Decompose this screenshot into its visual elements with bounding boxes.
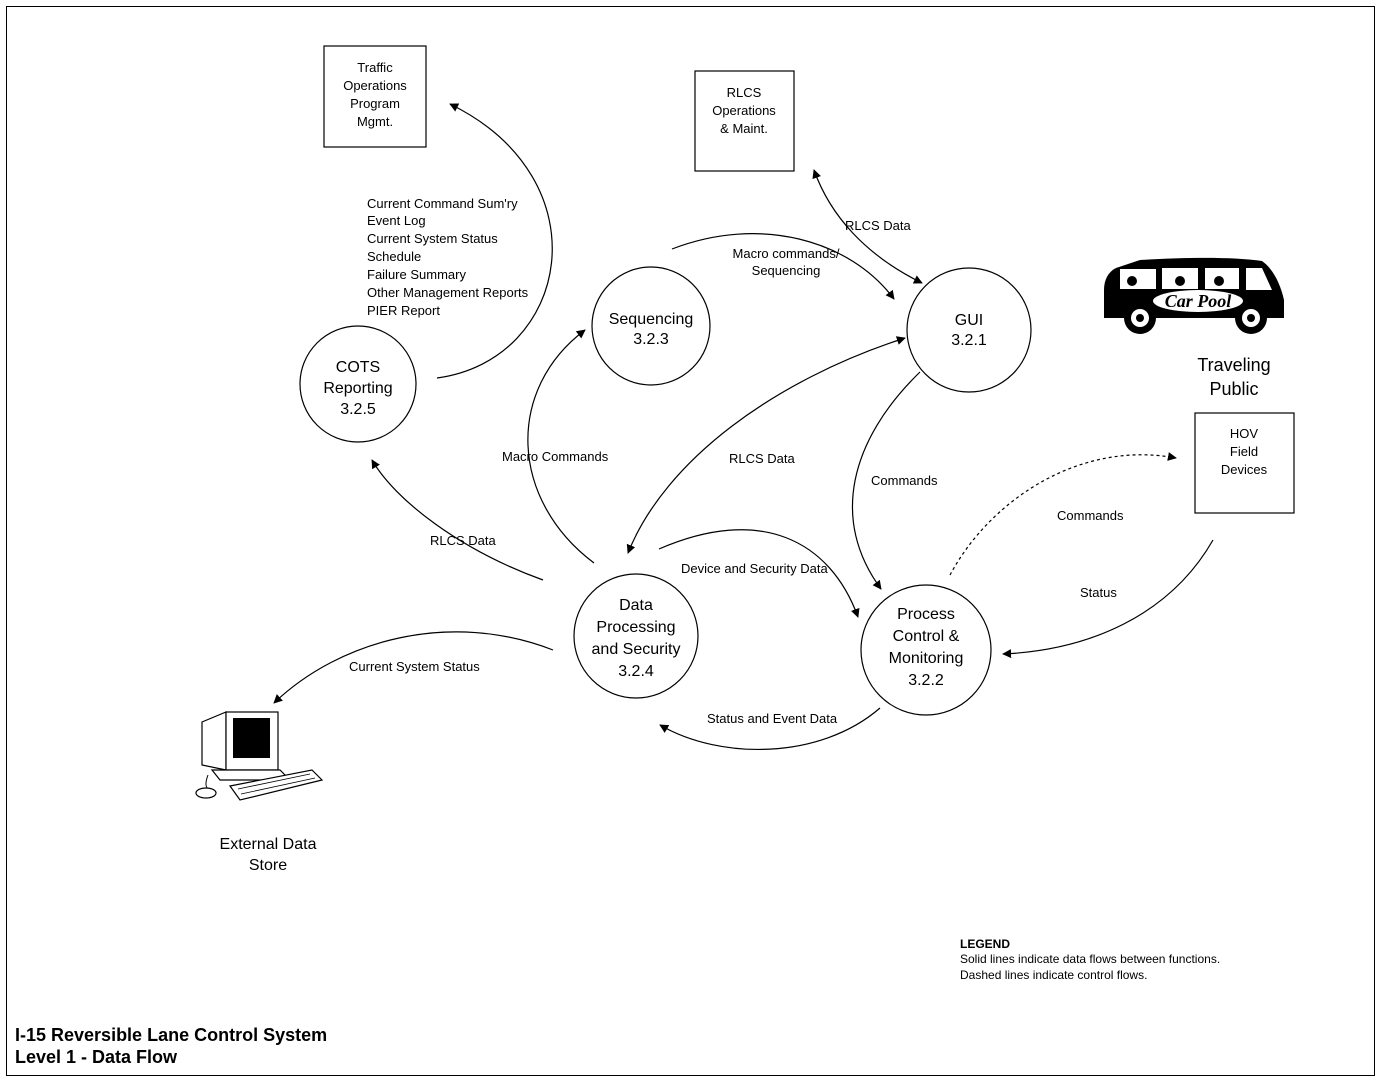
flow-dp-to-seq	[527, 329, 595, 564]
external-data-store-label: Store	[249, 857, 287, 874]
flow-label: Commands	[871, 473, 938, 488]
flow-label: RLCS Data	[845, 218, 912, 233]
hov-devices-box: HOV Field Devices	[1194, 412, 1295, 514]
traveling-public-label: Traveling	[1197, 355, 1270, 375]
hov-devices-line: HOV	[1230, 426, 1259, 441]
flow-label: Sequencing	[752, 263, 821, 278]
flow-cots-to-traffic-ops	[436, 103, 553, 379]
traveling-public-label: Public	[1209, 379, 1258, 399]
flow-dp-to-pc	[658, 529, 860, 618]
flow-label: RLCS Data	[729, 451, 796, 466]
flow-rlcs-ops-gui	[812, 169, 923, 284]
flow-label: Schedule	[367, 249, 421, 264]
traffic-ops-line: Traffic	[357, 60, 393, 75]
flow-label: Other Management Reports	[367, 285, 529, 300]
flow-label: Status	[1080, 585, 1117, 600]
process-label: 3.2.2	[908, 672, 944, 689]
process-label: Monitoring	[889, 650, 964, 667]
process-label: Control &	[893, 628, 960, 645]
process-label: Sequencing	[609, 311, 694, 328]
process-gui: GUI 3.2.1	[906, 267, 1032, 393]
process-data-processing: Data Processing and Security 3.2.4	[573, 573, 699, 699]
flow-label: Event Log	[367, 213, 426, 228]
diagram-title: I-15 Reversible Lane Control System Leve…	[15, 1025, 327, 1067]
title-line: Level 1 - Data Flow	[15, 1047, 178, 1067]
legend-title: LEGEND	[960, 937, 1010, 951]
external-data-store-label: External Data	[220, 836, 317, 853]
traffic-ops-line: Operations	[343, 78, 407, 93]
rlcs-ops-line: & Maint.	[720, 121, 768, 136]
flow-hov-to-pc	[1002, 539, 1214, 659]
car-pool-sign: Car Pool	[1165, 291, 1232, 311]
flow-label: Macro Commands	[502, 449, 609, 464]
process-label: 3.2.3	[633, 331, 669, 348]
traffic-ops-line: Program	[350, 96, 400, 111]
flow-label: Failure Summary	[367, 267, 466, 282]
flow-dp-to-cots	[371, 459, 544, 581]
legend-line: Dashed lines indicate control flows.	[960, 968, 1147, 982]
flow-label: PIER Report	[367, 303, 440, 318]
legend-line: Solid lines indicate data flows between …	[960, 952, 1220, 966]
process-label: COTS	[336, 359, 380, 376]
process-label: Data	[619, 597, 653, 614]
hov-devices-line: Devices	[1221, 462, 1268, 477]
flow-pc-to-hov	[949, 452, 1177, 576]
traffic-ops-box: Traffic Operations Program Mgmt.	[323, 45, 427, 148]
flow-label: Current System Status	[349, 659, 480, 674]
rlcs-ops-line: RLCS	[727, 85, 762, 100]
rlcs-ops-box: RLCS Operations & Maint.	[694, 70, 795, 172]
hov-devices-line: Field	[1230, 444, 1258, 459]
flow-label: Current Command Sum'ry	[367, 196, 518, 211]
title-line: I-15 Reversible Lane Control System	[15, 1025, 327, 1045]
page-border	[6, 6, 1375, 1076]
flow-gui-dp	[626, 336, 906, 554]
flow-label: Device and Security Data	[681, 561, 828, 576]
flow-label: Macro commands/	[733, 246, 840, 261]
flow-gui-to-pc	[852, 371, 921, 590]
process-control: Process Control & Monitoring 3.2.2	[860, 584, 992, 716]
rlcs-ops-line: Operations	[712, 103, 776, 118]
legend: LEGEND Solid lines indicate data flows b…	[960, 937, 1220, 982]
process-sequencing: Sequencing 3.2.3	[591, 266, 711, 386]
process-label: Process	[897, 606, 955, 623]
process-label: GUI	[955, 312, 983, 329]
process-label: 3.2.1	[951, 332, 987, 349]
flow-label: Status and Event Data	[707, 711, 838, 726]
flow-pc-to-dp	[659, 707, 881, 751]
process-label: 3.2.4	[618, 663, 654, 680]
flow-label: Commands	[1057, 508, 1124, 523]
process-label: Processing	[596, 619, 675, 636]
process-cots: COTS Reporting 3.2.5	[299, 325, 417, 443]
traffic-ops-line: Mgmt.	[357, 114, 393, 129]
flow-label: RLCS Data	[430, 533, 497, 548]
car-pool-van-icon: Car Pool	[1104, 257, 1284, 334]
flow-seq-to-gui	[671, 233, 895, 300]
process-label: and Security	[592, 641, 681, 658]
computer-icon	[195, 711, 324, 801]
flow-label: Current System Status	[367, 231, 498, 246]
process-label: 3.2.5	[340, 401, 376, 418]
process-label: Reporting	[323, 380, 392, 397]
cots-report-labels: Current Command Sum'ry Event Log Current…	[367, 196, 529, 318]
flow-dp-to-eds	[273, 631, 554, 704]
